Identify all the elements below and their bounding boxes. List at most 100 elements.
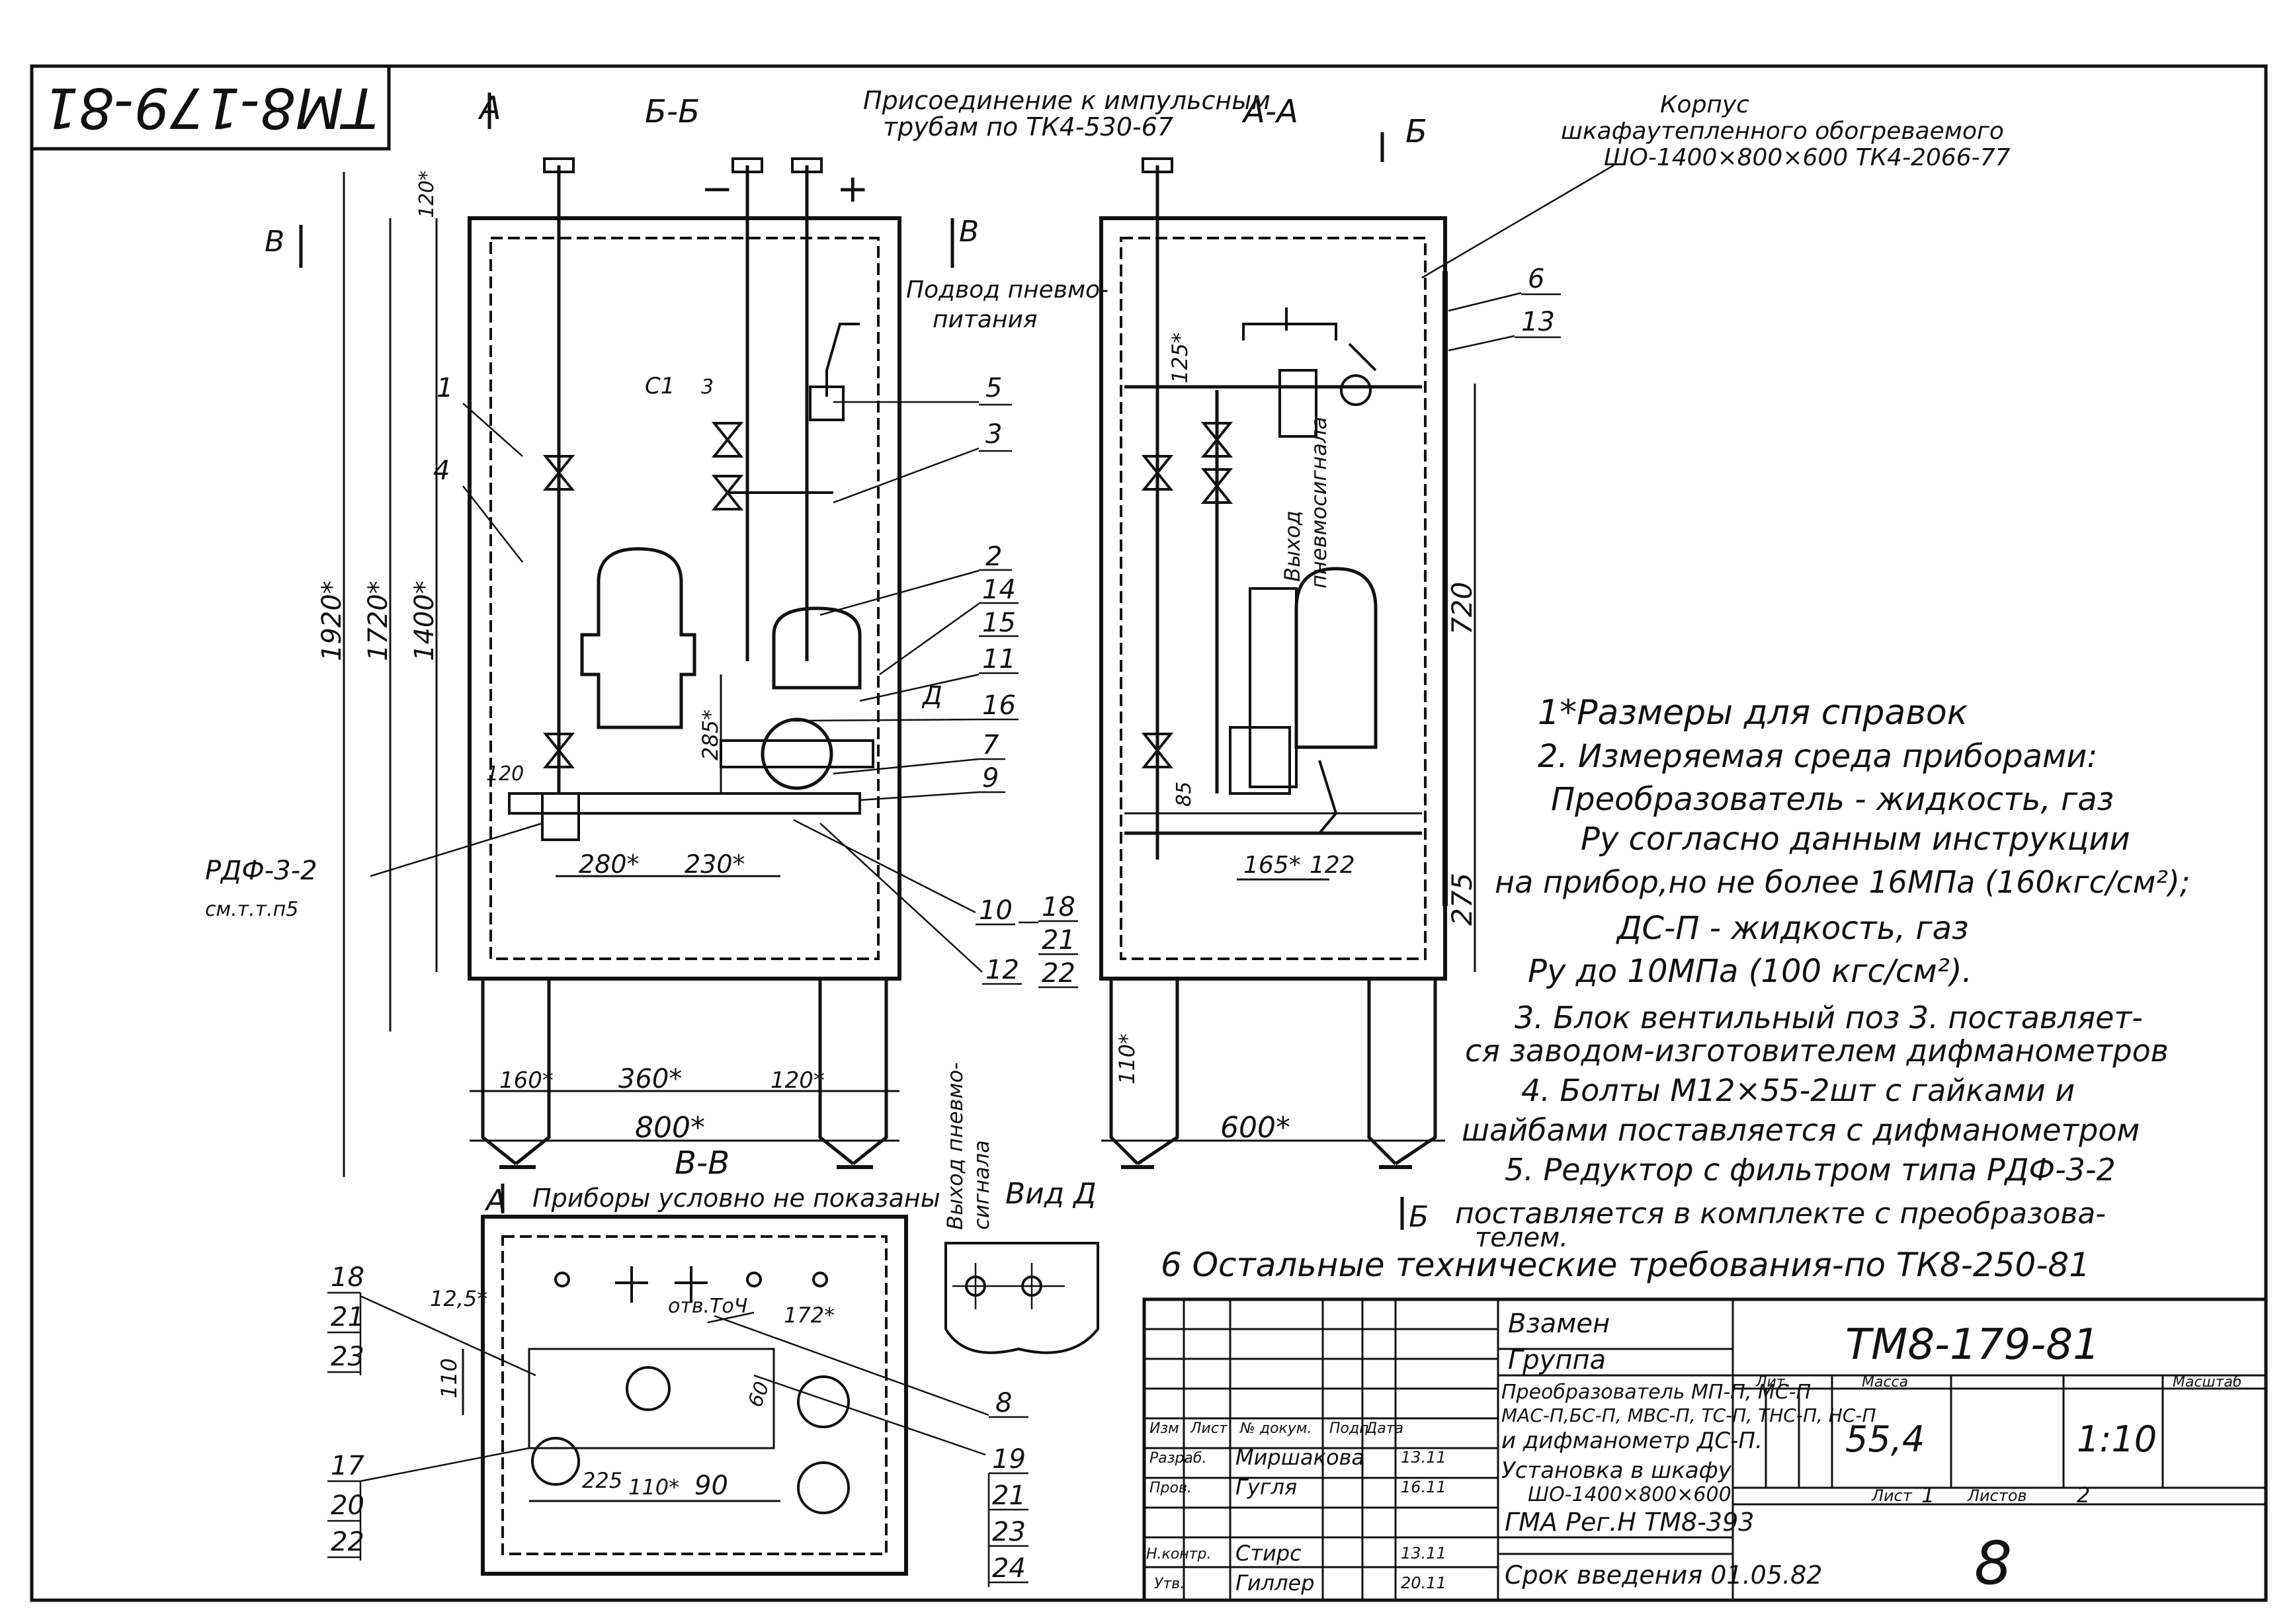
dim-1400: 1400*	[409, 581, 440, 661]
description-line-2: МАС-П,БС-П, МВС-П, ТС-П, ТНС-П, НС-П	[1501, 1404, 1876, 1426]
regulator-aa	[1340, 374, 1372, 406]
valve-aa-3	[1200, 422, 1233, 458]
body-callout-3: ШО-1400×800×600 ТК4-2066-77	[1604, 144, 2011, 171]
pneumo-callout-2: питания	[933, 306, 1038, 333]
dim-172: 172*	[784, 1303, 835, 1328]
description-line-4: Установка в шкафу	[1501, 1457, 1732, 1484]
vv-position-8: 8	[995, 1388, 1012, 1418]
cabinet-bb-outer	[468, 216, 901, 981]
massa-value: 55,4	[1845, 1418, 1925, 1460]
position-13: 13	[1521, 307, 1555, 337]
note-line-10: 4. Болты М12×55-2шт с гайками и	[1521, 1073, 2075, 1108]
difmanometer-bb	[772, 606, 862, 690]
row-utv-name: Гиллер	[1235, 1570, 1315, 1596]
position-9: 9	[982, 763, 999, 793]
header-list: Лист	[1190, 1420, 1228, 1437]
section-vv-view	[462, 1184, 1404, 1576]
section-aa-title: А-А	[1241, 93, 1298, 130]
dim-1920: 1920*	[317, 581, 347, 661]
vv-position-18: 18	[331, 1262, 364, 1293]
position-underlines-bb	[976, 403, 1078, 989]
row-razrab-role: Разраб.	[1149, 1450, 1206, 1467]
pneumo-out-aa-1: Выход	[1280, 510, 1305, 582]
lit-label: Лит.	[1755, 1374, 1790, 1391]
note-line-14: телем.	[1475, 1223, 1568, 1253]
dim-110h: 110*	[628, 1475, 679, 1500]
pneumo-out-aa-2: пневмосигнала	[1306, 417, 1331, 589]
position-5: 5	[985, 373, 1002, 403]
pipe-cap-plus	[791, 157, 823, 173]
cross-vv-1	[615, 1266, 708, 1303]
dim-120-bottom: 120*	[771, 1067, 825, 1094]
filter-vv	[531, 1437, 580, 1486]
row-utv-role: Утв.	[1154, 1576, 1185, 1592]
minus-sign: −	[701, 166, 733, 211]
pneumo-out-vv-1: Выход пневмо-	[942, 1062, 968, 1230]
plus-sign: +	[837, 166, 869, 211]
position-21: 21	[1042, 925, 1075, 955]
otv-label: отв.ТоЧ	[668, 1295, 747, 1318]
title-block-lit-cells	[1765, 1389, 1800, 1488]
position-3a: 3	[701, 376, 714, 399]
hole-vv-2	[746, 1272, 762, 1287]
dim-120-top: 120*	[415, 171, 438, 218]
leaders-bb	[370, 401, 1038, 973]
dim-85: 85	[1173, 782, 1196, 807]
section-b-bottom-label: Б	[1409, 1200, 1429, 1234]
section-b-label: Б	[1405, 113, 1427, 150]
srok-vvedeniya: Срок введения 01.05.82	[1505, 1561, 1822, 1590]
massa-label: Масса	[1862, 1374, 1908, 1391]
section-bb-view	[299, 93, 954, 1177]
position-1: 1	[437, 373, 453, 403]
converter-bb	[580, 547, 696, 729]
dif-vv-1	[797, 1375, 850, 1428]
section-v-label: В	[265, 225, 284, 259]
header-izm: Изм	[1149, 1420, 1179, 1437]
dif-vv-2	[797, 1461, 850, 1514]
vv-position-21: 21	[331, 1302, 364, 1332]
description-line-1: Преобразователь МП-П, МС-П	[1501, 1381, 1811, 1404]
dim-800: 800*	[635, 1111, 705, 1145]
dim-122: 122	[1310, 852, 1355, 879]
note-line-5: на прибор,но не более 16МПа (160кгс/см²)…	[1495, 864, 2190, 900]
vv-position-23b: 23	[992, 1517, 1026, 1547]
note-line-7: Ру до 10МПа (100 кгс/см²).	[1528, 953, 1972, 990]
view-d-axis	[952, 1263, 1065, 1309]
dim-160: 160*	[499, 1067, 554, 1094]
vzamen-label: Взамен	[1508, 1309, 1610, 1339]
vv-position-21b: 21	[992, 1481, 1026, 1511]
row-razrab-date: 13.11	[1401, 1448, 1446, 1467]
position-18: 18	[1042, 892, 1075, 922]
pneumo-supply-bb	[825, 323, 860, 397]
title-block	[1142, 1297, 2268, 1602]
valve-aa-1	[1141, 455, 1174, 491]
reg-number: ГМА Рег.Н ТМ8-393	[1505, 1508, 1754, 1537]
pneumo-manifold-aa	[1242, 307, 1377, 372]
pipe-cap-minus	[731, 157, 763, 173]
title-block-left-grid	[1144, 1299, 1499, 1600]
impulse-callout-2: трубам по ТК4-530-67	[883, 112, 1173, 142]
position-2: 2	[985, 542, 1002, 572]
pneumo-callout-1: Подвод пневмо-	[906, 276, 1108, 304]
gauge-vv	[626, 1366, 671, 1411]
difmanometer-base	[720, 739, 874, 768]
pipe-cap-left	[543, 157, 575, 173]
rdf-ref-label: см.т.т.п5	[205, 898, 298, 921]
dim-165: 165*	[1243, 852, 1301, 879]
note-line-3: Преобразователь - жидкость, газ	[1551, 781, 2114, 818]
note-line-2: 2. Измеряемая среда приборами:	[1538, 738, 2098, 775]
leaders-vv	[327, 1291, 1028, 1587]
view-d-label: Вид Д	[1005, 1177, 1097, 1211]
dim-600: 600*	[1220, 1111, 1290, 1145]
cabinet-vv-inner	[501, 1235, 888, 1555]
description-line-5: ШО-1400×800×600	[1528, 1483, 1731, 1506]
row-nkontr-date: 13.11	[1401, 1544, 1446, 1563]
section-a-bottom-label: А	[484, 1184, 506, 1217]
note-line-12: 5. Редуктор с фильтром типа РДФ-3-2	[1505, 1152, 2116, 1188]
position-15: 15	[982, 608, 1016, 638]
list-value: 1	[1921, 1482, 1935, 1508]
title-block-frame	[1142, 1297, 2268, 1602]
list-label: Лист	[1871, 1486, 1913, 1505]
notes-block: 1*Размеры для справок 2. Измеряемая сред…	[1161, 693, 2190, 1284]
